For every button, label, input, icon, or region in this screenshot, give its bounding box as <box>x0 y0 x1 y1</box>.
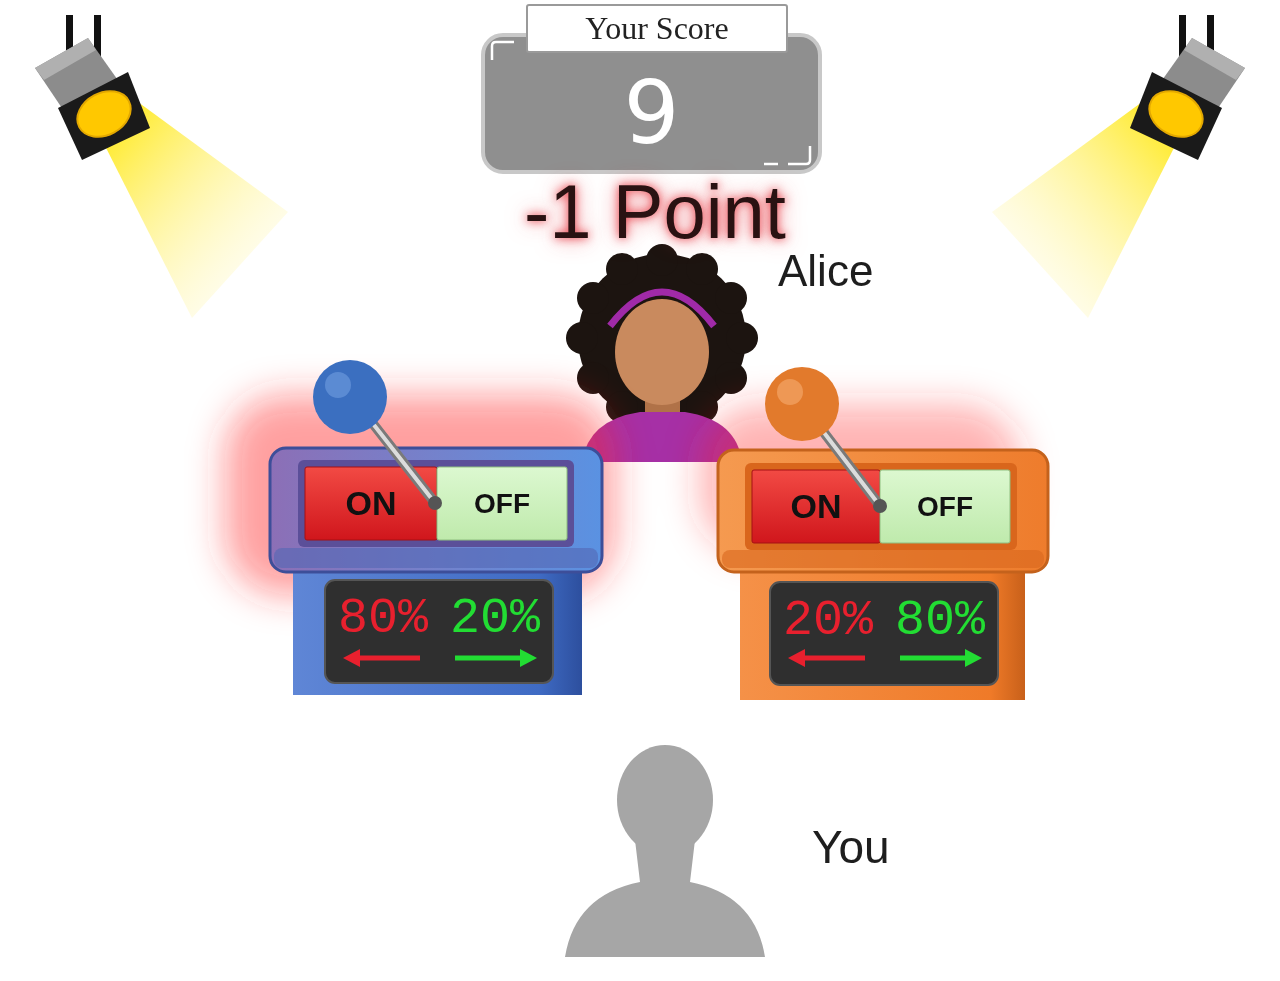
blue-lever-part <box>325 372 351 398</box>
orange-lever-part <box>873 499 887 513</box>
direction-arrows <box>343 649 982 667</box>
spotlight-right-part <box>1141 82 1210 145</box>
opponent-avatar-part <box>715 282 747 314</box>
opponent-avatar-part <box>686 253 718 285</box>
score-corner-marks-part <box>492 42 514 60</box>
opponent-avatar-part <box>606 253 638 285</box>
off-button-shape <box>880 470 1010 543</box>
player-avatar-part <box>617 745 713 855</box>
score-corner-marks-part <box>764 163 778 166</box>
score-title-box: Your Score <box>527 5 787 52</box>
orange-machine-part <box>718 450 1048 572</box>
probability-display: 80% 20% <box>325 580 553 683</box>
direction-arrows-part <box>900 656 969 661</box>
direction-arrows-part <box>520 649 537 667</box>
spotlight-right <box>992 15 1245 318</box>
on-button: ON <box>752 470 880 543</box>
player-name: Alice <box>778 246 873 296</box>
direction-arrows-part <box>356 656 420 661</box>
score-title-box-shape <box>527 5 787 52</box>
opponent-avatar-part <box>578 254 746 422</box>
off-probability: 20% <box>450 590 540 647</box>
off-label: OFF <box>917 491 973 523</box>
score-value: 9 <box>624 61 680 164</box>
spotlight-left-part <box>69 82 138 145</box>
orange-machine-part <box>722 550 1044 568</box>
blue-machine-part <box>298 460 574 547</box>
probability-display-shape <box>770 582 998 685</box>
on-probability: 20% <box>783 592 873 649</box>
score-change: -1 Point <box>524 168 786 255</box>
direction-arrows-part <box>788 649 805 667</box>
blue-machine-part <box>274 548 598 568</box>
direction-arrows-part <box>965 649 982 667</box>
spotlight-right-part <box>1130 72 1222 160</box>
orange-machine <box>718 450 1048 700</box>
player-label: You <box>812 820 890 874</box>
opponent-avatar-part <box>715 362 747 394</box>
spotlight-left <box>35 15 288 318</box>
spotlight-left-part <box>35 38 96 80</box>
orange-machine-part <box>740 560 1025 700</box>
score-corner-marks-part <box>788 146 810 164</box>
off-button: OFF <box>880 470 1010 543</box>
alert-glow-part <box>225 395 615 595</box>
opponent-avatar-part <box>577 362 609 394</box>
opponent-avatar-part <box>566 322 598 354</box>
blue-lever-part <box>428 496 442 510</box>
score-corner-marks <box>492 42 810 164</box>
spotlight-right-part <box>1184 38 1245 80</box>
direction-arrows-part <box>455 656 524 661</box>
opponent-avatar-part <box>615 299 709 405</box>
off-button: OFF <box>437 467 567 540</box>
opponent-avatar-part <box>610 292 714 326</box>
on-button: ON <box>305 467 437 540</box>
probability-display: 20% 80% <box>770 582 998 685</box>
blue-machine <box>270 448 602 695</box>
orange-machine-part <box>745 463 1017 550</box>
on-probability: 80% <box>338 590 428 647</box>
player-avatar-part <box>565 840 765 957</box>
on-label: ON <box>346 484 397 523</box>
spotlight-left-part <box>58 72 150 160</box>
score-display-shape <box>483 35 820 172</box>
off-probability: 80% <box>895 592 985 649</box>
direction-arrows-part <box>343 649 360 667</box>
player-avatar <box>565 745 765 957</box>
off-button-shape <box>437 467 567 540</box>
score-title: Your Score <box>585 10 728 47</box>
blue-machine-part <box>293 560 582 695</box>
probability-display-shape <box>325 580 553 683</box>
on-label: ON <box>791 487 842 526</box>
off-label: OFF <box>474 488 530 520</box>
orange-lever-part <box>765 367 839 441</box>
orange-lever-part <box>777 379 803 405</box>
direction-arrows-part <box>801 656 865 661</box>
alert-glow-part <box>700 405 1020 555</box>
blue-machine-part <box>270 448 602 572</box>
blue-lever-part <box>313 360 387 434</box>
score-display: 9 <box>483 35 820 172</box>
opponent-avatar-part <box>577 282 609 314</box>
opponent-avatar-part <box>726 322 758 354</box>
